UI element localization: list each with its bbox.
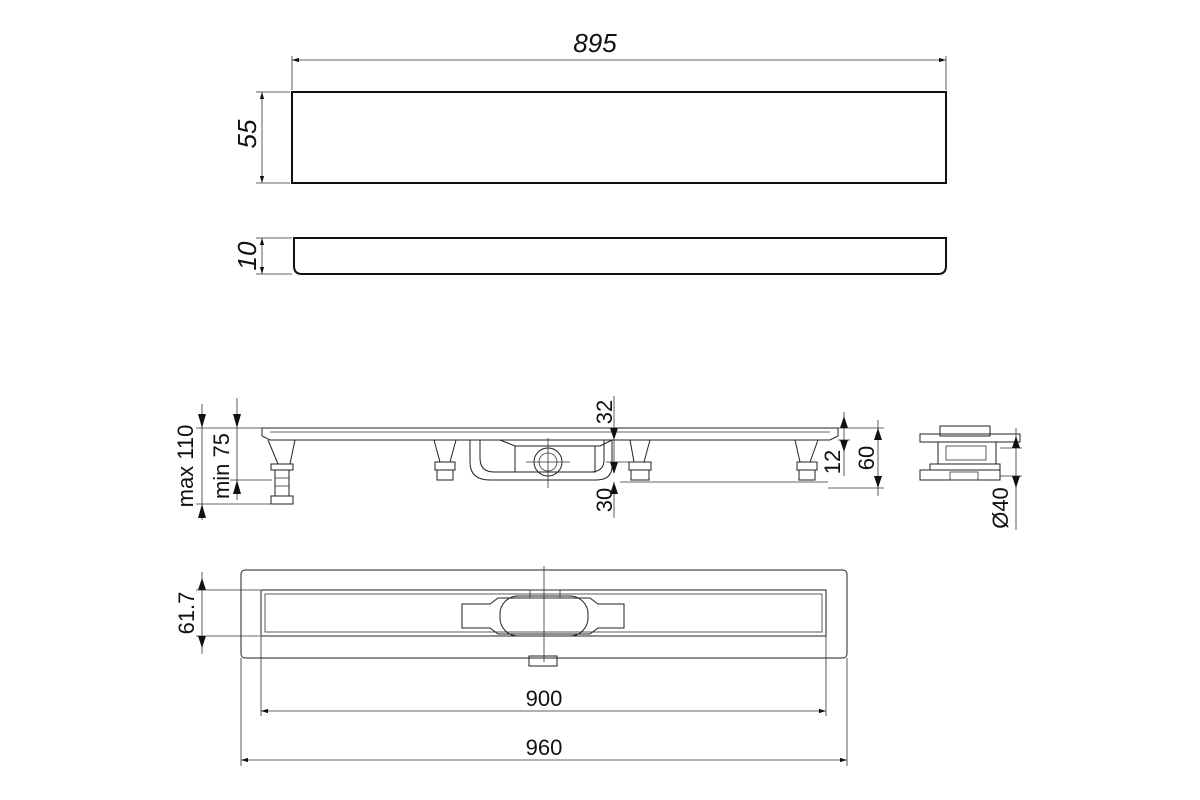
leg-4 (794, 439, 819, 481)
grate-view: 10 (232, 237, 947, 275)
dim-label-d40: Ø40 (988, 487, 1013, 529)
leg-2 (433, 439, 457, 481)
end-section-view: Ø40 (919, 425, 1022, 530)
dim-label-55: 55 (232, 119, 262, 148)
dim-label-61-7: 61.7 (174, 592, 199, 635)
leg-3 (628, 439, 652, 481)
dim-label-max110: max 110 (173, 425, 198, 508)
dim-label-900: 900 (526, 686, 563, 711)
cover-body (291, 91, 947, 184)
cover-view: 895 55 (232, 28, 947, 184)
dim-label-min75: min 75 (209, 433, 234, 499)
grate-body (293, 237, 947, 275)
plan-view: 61.7 900 960 (174, 566, 848, 766)
dim-label-960: 960 (526, 735, 563, 760)
dim-label-60: 60 (854, 446, 879, 470)
leg-1 (267, 439, 296, 505)
dim-label-32: 32 (592, 400, 617, 424)
dim-label-895: 895 (573, 28, 617, 58)
dim-label-30: 30 (592, 488, 617, 512)
side-elevation: max 110 min 75 32 30 12 60 (173, 396, 884, 520)
dim-label-12: 12 (820, 450, 845, 474)
dim-label-10: 10 (232, 241, 262, 270)
